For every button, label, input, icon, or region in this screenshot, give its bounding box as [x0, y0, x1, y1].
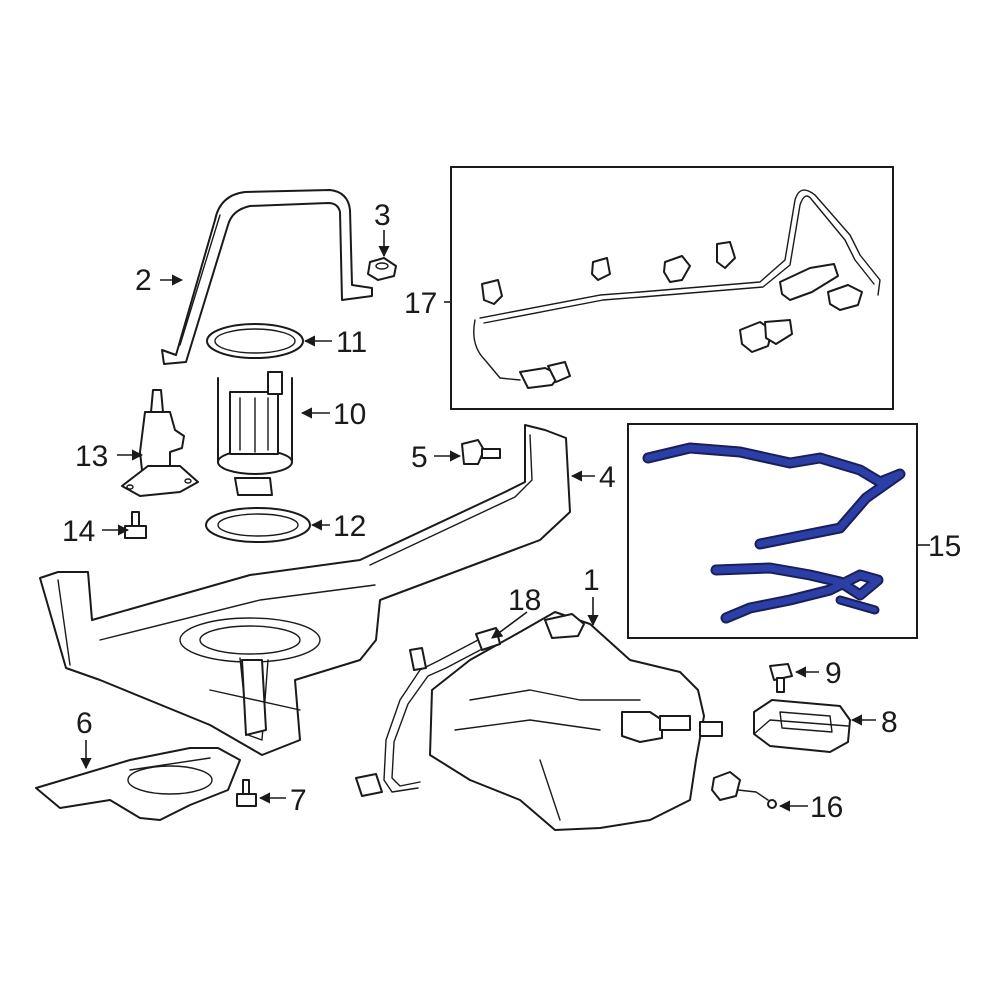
callout-labels: 1 2 3 4 5 6 7 8 9 10 11 12 13 14 15 16 1…	[62, 199, 961, 824]
wiring-harness-part-17[interactable]	[450, 166, 894, 410]
bolt-part-9[interactable]	[769, 663, 793, 693]
skid-plate-part-4[interactable]	[39, 424, 571, 756]
fuel-tank-part-1[interactable]	[429, 611, 723, 831]
callout-17: 17	[404, 287, 437, 320]
callout-7: 7	[290, 784, 307, 817]
leader-lines	[80, 230, 930, 812]
callout-14: 14	[62, 515, 95, 548]
callout-1: 1	[583, 564, 600, 597]
sensor-part-16[interactable]	[711, 771, 777, 809]
callout-5: 5	[411, 441, 428, 474]
heat-shield-part-6[interactable]	[35, 747, 241, 821]
nut-part-3[interactable]	[367, 257, 397, 281]
callout-9: 9	[825, 657, 842, 690]
callout-2: 2	[135, 264, 152, 297]
vapor-tubes-part-15[interactable]	[627, 423, 918, 639]
callout-11: 11	[336, 326, 367, 359]
callout-6: 6	[76, 707, 93, 740]
bolt-part-5[interactable]	[461, 439, 501, 465]
control-module-part-8[interactable]	[753, 699, 851, 753]
bolt-part-7[interactable]	[236, 779, 257, 807]
lock-ring-part-12[interactable]	[205, 507, 311, 543]
valve-part-13[interactable]	[121, 389, 199, 497]
callout-16: 16	[810, 791, 843, 824]
callout-4: 4	[599, 461, 616, 494]
callout-12: 12	[333, 510, 366, 543]
seal-ring-part-11[interactable]	[206, 323, 304, 359]
callout-15: 15	[928, 530, 961, 563]
bolt-part-14[interactable]	[124, 511, 147, 539]
harness-group-box	[450, 166, 894, 410]
fuel-pump-module-part-10[interactable]	[217, 371, 293, 496]
callout-18: 18	[508, 584, 541, 617]
callout-10: 10	[333, 398, 366, 431]
callout-13: 13	[75, 440, 108, 473]
callout-3: 3	[374, 199, 391, 232]
tank-strap-part-2[interactable]	[161, 189, 373, 365]
tube-group-box	[627, 423, 918, 639]
callout-8: 8	[881, 706, 898, 739]
